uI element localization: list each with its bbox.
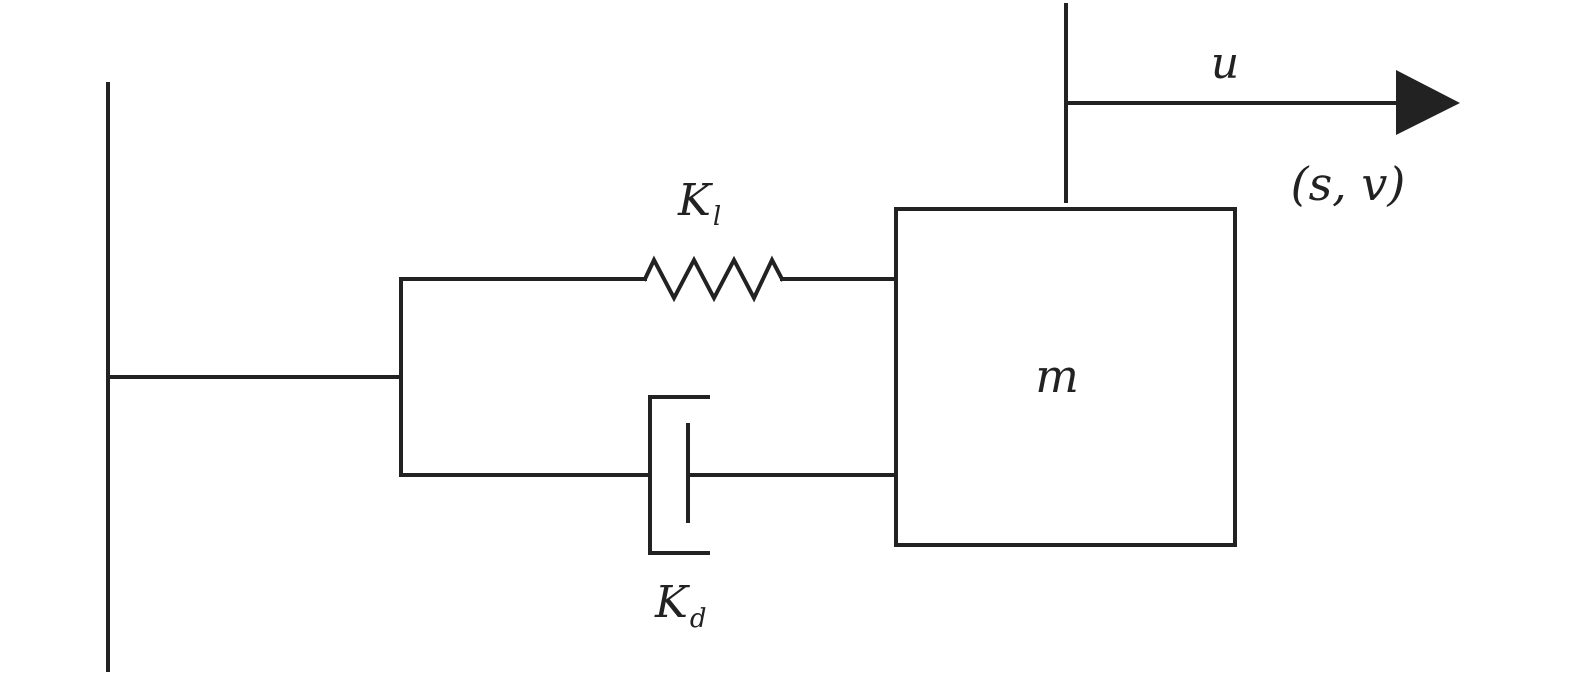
mass-label: m bbox=[1035, 349, 1079, 403]
damper-cylinder bbox=[648, 395, 710, 555]
damper-label-subscript: d bbox=[690, 604, 707, 634]
spring-label: Kl bbox=[677, 175, 721, 232]
spring-label-symbol: K bbox=[677, 175, 713, 226]
spring-label-subscript: l bbox=[713, 202, 721, 232]
input-label: u bbox=[1211, 38, 1239, 89]
force-arrow-head bbox=[1396, 70, 1460, 135]
damper-label-symbol: K bbox=[654, 577, 690, 628]
state-label: (s, v) bbox=[1291, 157, 1406, 211]
spring bbox=[642, 255, 785, 303]
mass-block bbox=[894, 207, 1237, 547]
damper-label: Kd bbox=[654, 577, 707, 634]
